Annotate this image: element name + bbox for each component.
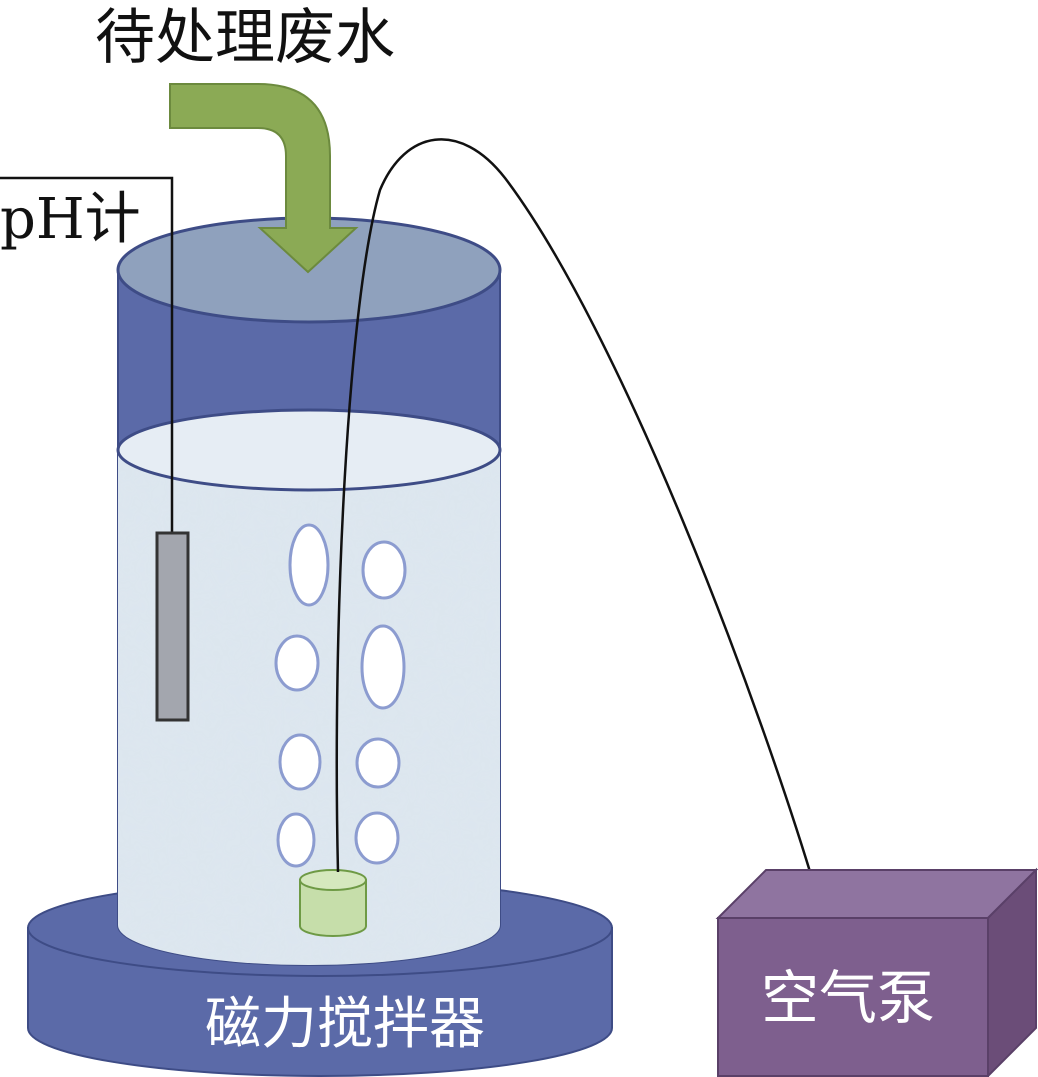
inflow-label: 待处理废水: [95, 3, 395, 73]
water-surface: [116, 408, 502, 492]
bubble: [274, 634, 320, 692]
bubble: [354, 811, 400, 865]
ph-meter-label: pH计: [0, 187, 141, 252]
bubble: [360, 624, 406, 710]
diffuser-body: [299, 879, 367, 937]
pump-front: [717, 917, 989, 1077]
inflow-arrow: 待处理废水: [95, 3, 395, 274]
bubble: [288, 523, 330, 607]
stirrer-label: 磁力搅拌器: [205, 992, 485, 1057]
bubble: [361, 540, 407, 600]
ph-probe: [155, 531, 190, 722]
diffuser-top: [299, 869, 367, 891]
air-tube: [335, 138, 822, 906]
air-bubbles: [274, 523, 407, 868]
bubble: [278, 733, 322, 791]
air-pump: 空气泵: [715, 867, 1038, 1077]
pump-top: [715, 869, 1038, 919]
ph-meter-cable: [0, 176, 174, 535]
pump-label: 空气泵: [761, 964, 935, 1032]
bubble: [355, 737, 401, 789]
arrow-shape: [169, 83, 359, 274]
bubble: [276, 812, 316, 868]
air-diffuser: [299, 869, 367, 937]
ph-meter: pH计: [0, 176, 190, 722]
